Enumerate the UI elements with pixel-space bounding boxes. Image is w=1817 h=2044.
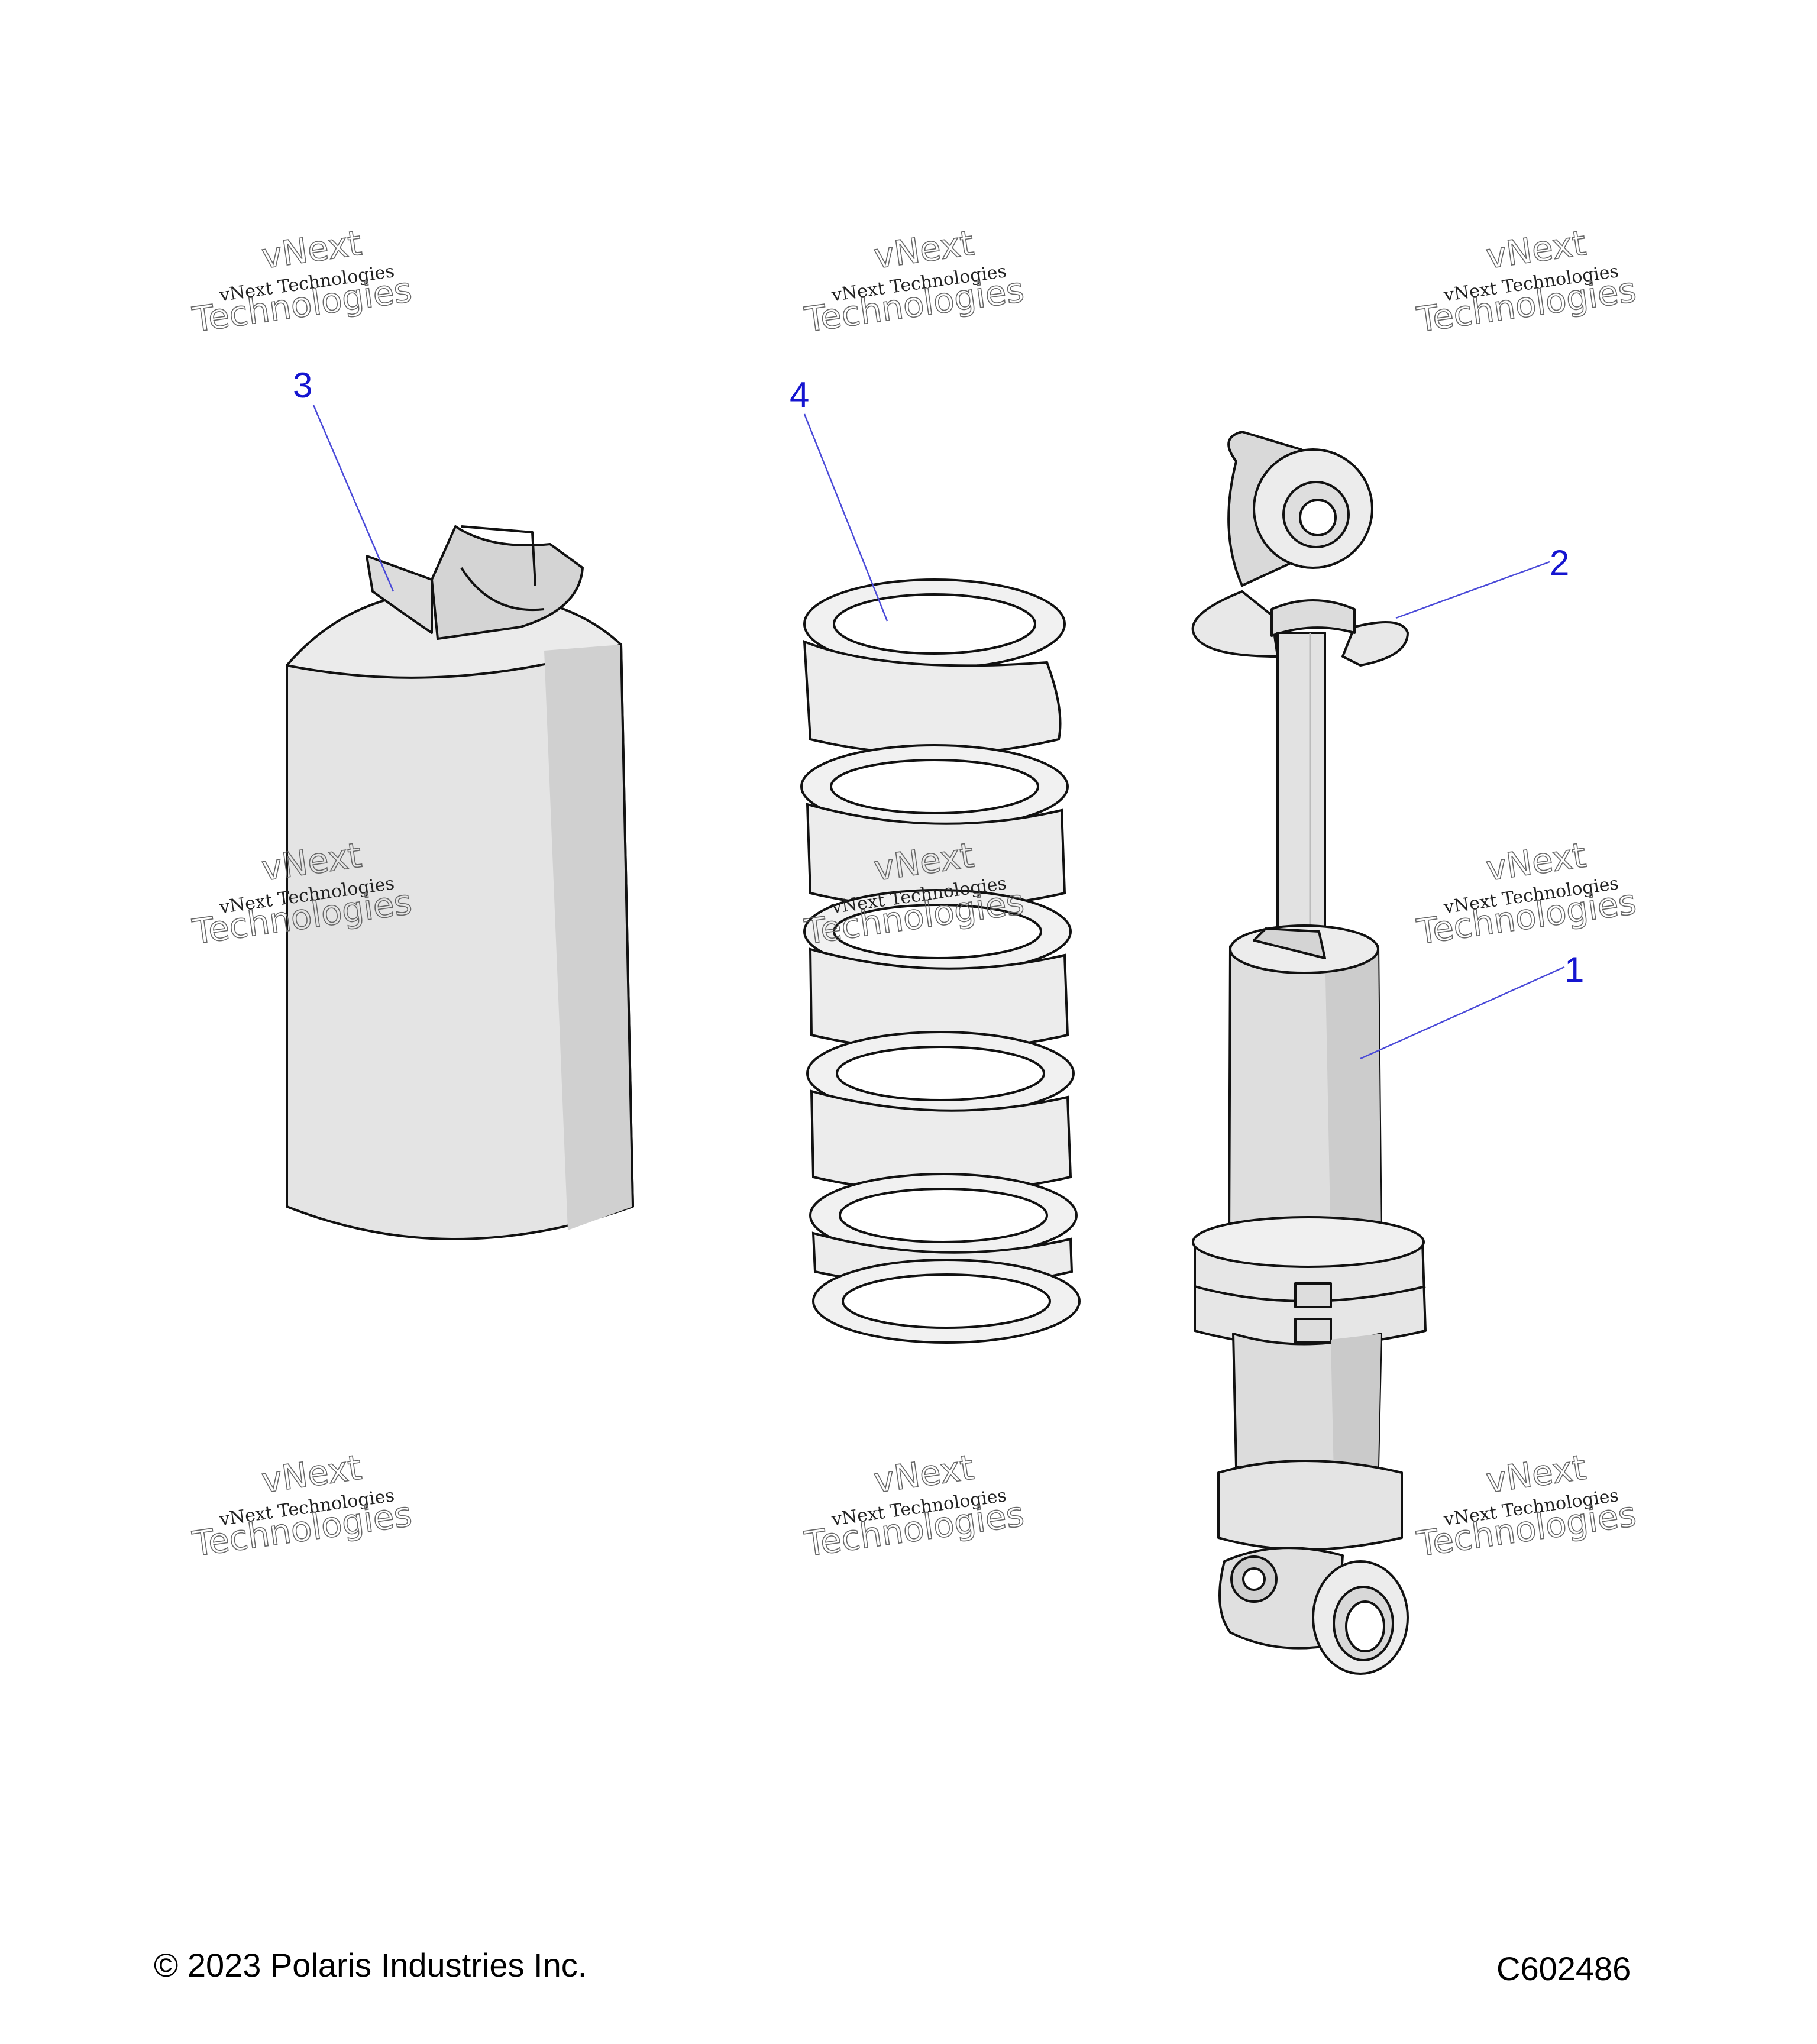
watermark: vNext Technologies vNext Technologies	[801, 1447, 1027, 1565]
watermarks: vNext Technologies vNext Technologies vN…	[189, 222, 1639, 1565]
copyright-notice: © 2023 Polaris Industries Inc.	[154, 1946, 587, 1984]
callouts: 1 2 3 4	[293, 366, 1584, 989]
leader-line-2	[1395, 561, 1550, 619]
watermark: vNext Technologies vNext Technologies	[1414, 222, 1639, 341]
callout-3: 3	[293, 366, 312, 405]
leader-lines	[312, 405, 1565, 1060]
watermark: vNext Technologies vNext Technologies	[189, 1447, 415, 1565]
watermark: vNext Technologies vNext Technologies	[189, 222, 415, 341]
callout-2: 2	[1550, 543, 1569, 583]
leader-line-1	[1360, 966, 1565, 1060]
leader-line-4	[803, 413, 888, 622]
drawing-id: C602486	[1496, 1950, 1631, 1987]
shock-absorber	[1191, 431, 1427, 1675]
watermark: vNext Technologies vNext Technologies	[1414, 1447, 1639, 1565]
coil-spring	[800, 578, 1081, 1344]
watermark: vNext Technologies vNext Technologies	[1414, 835, 1639, 953]
shock-cover	[286, 525, 634, 1240]
watermark: vNext Technologies vNext Technologies	[801, 222, 1027, 341]
callout-1: 1	[1564, 950, 1584, 989]
spring-retainer	[1191, 590, 1409, 667]
callout-4: 4	[790, 375, 809, 415]
leader-line-3	[312, 405, 395, 592]
